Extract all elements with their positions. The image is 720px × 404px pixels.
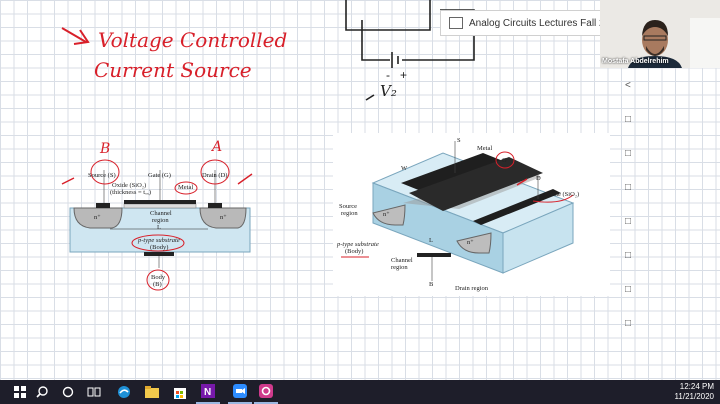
substrate-label-2: (Body) <box>150 244 169 251</box>
snagit-icon[interactable] <box>254 380 278 404</box>
mosfet-3d-figure: S Metal G D W Oxide (SiO₂) Source region… <box>333 133 610 296</box>
gate-label: Gate (G) <box>148 172 171 179</box>
handwritten-title-line1: Voltage Controlled <box>98 28 288 52</box>
circuit-minus: - <box>386 68 390 82</box>
n-plus-right-3d: n⁺ <box>467 239 474 246</box>
task-view-icon[interactable] <box>82 380 106 404</box>
metal-label: Metal <box>178 184 194 191</box>
page-thumbnail-icon[interactable]: □ <box>625 250 632 261</box>
clock-time: 12:24 PM <box>679 382 714 391</box>
windows-taskbar: N 12:24 PM 11/21/2020 <box>0 380 720 404</box>
page-icon <box>449 17 463 29</box>
d-label: D <box>536 175 541 182</box>
zoom-icon[interactable] <box>228 380 252 404</box>
s-label: S <box>457 137 461 144</box>
n-plus-right: n⁺ <box>220 214 227 221</box>
source-region-label-2: region <box>341 210 358 217</box>
handwritten-label-a: A <box>212 139 223 155</box>
length-label: L <box>157 224 161 231</box>
page-thumbnail-icon[interactable]: □ <box>625 114 632 125</box>
page-thumbnail-icon[interactable]: □ <box>625 182 632 193</box>
oxide-label-3d: Oxide (SiO₂) <box>545 191 580 198</box>
page-thumbnail-icon[interactable]: □ <box>625 284 632 295</box>
g-label: G <box>502 157 507 164</box>
clock-date: 11/21/2020 <box>674 392 714 401</box>
handwritten-arrow <box>61 27 90 45</box>
channel-label-2: region <box>152 217 169 224</box>
b-label: B <box>429 281 434 288</box>
window-preview-tooltip[interactable]: Analog Circuits Lectures Fall 2020 > M <box>440 10 602 36</box>
start-icon[interactable] <box>8 380 32 404</box>
presenter-name: Mostafa Abdelrehim <box>602 58 669 65</box>
channel-region-label-1: Channel <box>391 257 413 264</box>
right-side-panel: < □ □ □ □ □ □ □ <box>625 80 639 352</box>
metal-label-3d: Metal <box>477 145 493 152</box>
page-thumbnail-icon[interactable]: □ <box>625 148 632 159</box>
presenter-video: Mostafa Abdelrehim <box>600 0 720 68</box>
channel-region-label-2: region <box>391 264 408 271</box>
file-explorer-icon[interactable] <box>140 380 164 404</box>
substrate-label-3d-1: p-type substrate <box>337 241 379 248</box>
body-label-1: Body <box>151 274 166 281</box>
page-thumbnail-icon[interactable]: □ <box>625 318 632 329</box>
mosfet-cross-section-figure: Source (S) Gate (G) Drain (D) Oxide (SiO… <box>60 146 260 296</box>
length-label-3d: L <box>429 237 433 244</box>
oxide-label-2: (thickness = tₒₓ) <box>110 189 151 196</box>
edge-icon[interactable] <box>112 380 136 404</box>
n-plus-left-3d: n⁺ <box>383 211 390 218</box>
drain-label: Drain (D) <box>202 172 228 179</box>
body-label-2: (B) <box>153 281 162 288</box>
panel-collapse-icon[interactable]: < <box>625 80 631 91</box>
source-label: Source (S) <box>88 172 116 179</box>
search-icon[interactable] <box>30 380 54 404</box>
circuit-v2: V₂ <box>380 82 397 100</box>
drain-region-label: Drain region <box>455 285 489 292</box>
cortana-icon[interactable] <box>56 380 80 404</box>
oxide-label-1: Oxide (SiO₂) <box>112 182 147 189</box>
w-label: W <box>401 165 408 172</box>
onenote-icon[interactable]: N <box>196 380 220 404</box>
store-icon[interactable] <box>168 380 192 404</box>
source-region-label-1: Source <box>339 203 358 210</box>
substrate-label-1: p-type substrate <box>138 237 180 244</box>
system-clock[interactable]: 12:24 PM 11/21/2020 <box>675 382 714 402</box>
presenter-silhouette <box>600 0 720 68</box>
tooltip-title: Analog Circuits Lectures Fall 2020 > M <box>469 17 601 29</box>
handwritten-label-b: B <box>100 141 111 157</box>
n-plus-left: n⁺ <box>94 214 101 221</box>
channel-label-1: Channel <box>150 210 172 217</box>
substrate-label-3d-2: (Body) <box>345 248 364 255</box>
handwritten-title-line2: Current Source <box>94 58 252 82</box>
circuit-plus: + <box>400 68 408 82</box>
page-thumbnail-icon[interactable]: □ <box>625 216 632 227</box>
svg-text:N: N <box>204 387 211 398</box>
